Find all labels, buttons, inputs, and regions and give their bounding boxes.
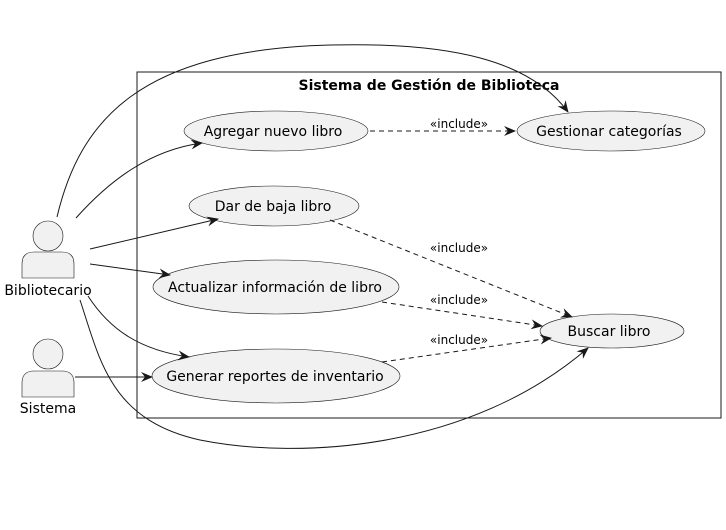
actor-person-icon — [21, 220, 75, 279]
system-title: Sistema de Gestión de Biblioteca — [298, 78, 559, 94]
actor-bibliotecario[interactable]: Bibliotecario — [4, 220, 92, 299]
association-bibliotecario-baja — [89, 216, 219, 250]
use-case-label: Generar reportes de inventario — [166, 369, 383, 385]
include-label: «include» — [430, 293, 488, 307]
association-bibliotecario-categorias — [56, 44, 569, 218]
include-label: «include» — [430, 333, 488, 347]
include-label: «include» — [430, 241, 488, 255]
use-case-label: Agregar nuevo libro — [204, 124, 343, 140]
use-case-categorias[interactable]: Gestionar categorías — [516, 110, 706, 152]
use-case-actualizar[interactable]: Actualizar información de libro — [152, 259, 400, 315]
use-case-label: Dar de baja libro — [215, 199, 332, 215]
associations — [56, 44, 589, 449]
use-case-label: Gestionar categorías — [536, 124, 682, 140]
use-case-buscar[interactable]: Buscar libro — [539, 313, 685, 349]
actor-sistema[interactable]: Sistema — [20, 338, 76, 417]
association-bibliotecario-reportes — [87, 295, 190, 361]
association-bibliotecario-buscar — [79, 299, 589, 449]
association-bibliotecario-actualizar — [89, 263, 171, 279]
association-bibliotecario-agregar — [75, 139, 203, 219]
use-case-reportes[interactable]: Generar reportes de inventario — [151, 348, 401, 404]
actor-person-icon — [21, 338, 75, 398]
use-case-agregar[interactable]: Agregar nuevo libro — [183, 110, 369, 152]
include-reportes-buscar — [381, 334, 552, 363]
use-case-label: Actualizar información de libro — [168, 280, 382, 296]
use-case-label: Buscar libro — [568, 324, 651, 340]
include-baja-buscar — [329, 219, 573, 318]
includes — [329, 126, 573, 363]
include-label: «include» — [430, 117, 488, 131]
actor-label: Sistema — [20, 401, 76, 417]
use-case-baja[interactable]: Dar de baja libro — [188, 185, 360, 227]
actor-label: Bibliotecario — [4, 283, 91, 299]
system-boundary — [136, 71, 722, 419]
